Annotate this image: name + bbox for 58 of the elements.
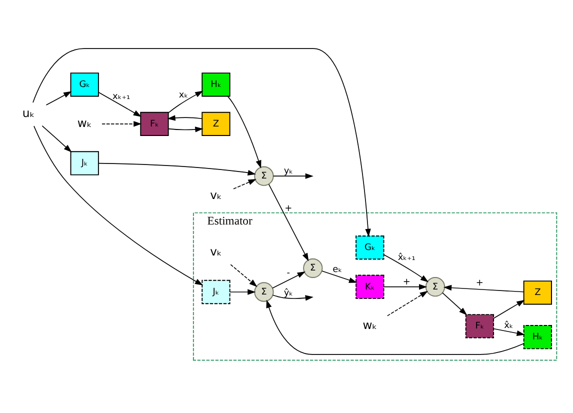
arrow bbox=[443, 284, 524, 292]
arrow bbox=[34, 125, 204, 285]
arrow bbox=[272, 294, 314, 300]
edge-label: x̂ₖ bbox=[504, 320, 514, 331]
arrow bbox=[98, 162, 256, 176]
node-circle: Σ bbox=[303, 258, 323, 278]
arrow bbox=[227, 96, 262, 168]
node-box: Fₖ bbox=[140, 111, 169, 136]
edge-label: x̂ₖ₊₁ bbox=[398, 252, 416, 262]
arrow bbox=[42, 124, 72, 152]
node-box: Hₖ bbox=[202, 72, 230, 96]
edge-label: xₖ bbox=[178, 90, 188, 100]
arrow bbox=[383, 284, 428, 290]
arrow bbox=[167, 114, 202, 120]
edge-label: xₖ₊₁ bbox=[112, 91, 130, 102]
arrow bbox=[493, 328, 525, 336]
node-box: Jₖ bbox=[202, 279, 230, 304]
node-text: wₖ bbox=[362, 317, 378, 332]
arrow bbox=[386, 290, 428, 316]
node-text: wₖ bbox=[77, 115, 92, 130]
edge-label: - bbox=[286, 268, 290, 278]
node-circle: Σ bbox=[254, 166, 274, 186]
arrow bbox=[98, 91, 142, 116]
arrow bbox=[46, 90, 72, 105]
edge-label: yₖ bbox=[284, 166, 294, 176]
arrow bbox=[268, 183, 309, 261]
arrow bbox=[272, 172, 314, 178]
arrow bbox=[230, 264, 258, 286]
node-text: uₖ bbox=[22, 106, 35, 120]
node-text: vₖ bbox=[210, 244, 222, 258]
arrow bbox=[168, 126, 204, 132]
node-circle: Σ bbox=[254, 282, 274, 302]
arrow bbox=[493, 299, 525, 318]
node-box: Z bbox=[523, 280, 552, 304]
node-box: Jₖ bbox=[70, 150, 99, 175]
arrow bbox=[32, 48, 371, 236]
arrow bbox=[383, 254, 429, 282]
edge-label: + bbox=[284, 203, 292, 214]
arrow bbox=[266, 299, 524, 354]
node-box: Hₖ bbox=[523, 324, 552, 349]
node-box: Fₖ bbox=[465, 314, 494, 338]
arrow bbox=[102, 120, 142, 126]
edge-label: + bbox=[402, 276, 410, 287]
arrow bbox=[322, 270, 358, 282]
arrow bbox=[442, 292, 468, 315]
arrow bbox=[229, 288, 256, 294]
node-box: Gₖ bbox=[356, 235, 384, 260]
arrow bbox=[272, 271, 306, 288]
node-box: Kₖ bbox=[356, 274, 384, 298]
edge-label: + bbox=[476, 278, 484, 288]
node-circle: Σ bbox=[425, 276, 446, 296]
edge-label: ŷₖ bbox=[284, 288, 294, 298]
node-box: Gₖ bbox=[70, 72, 99, 96]
edge-label: eₖ bbox=[332, 264, 342, 275]
arrow bbox=[233, 178, 256, 189]
node-box: Z bbox=[202, 111, 230, 136]
node-text: vₖ bbox=[210, 187, 222, 202]
arrow bbox=[168, 90, 204, 113]
